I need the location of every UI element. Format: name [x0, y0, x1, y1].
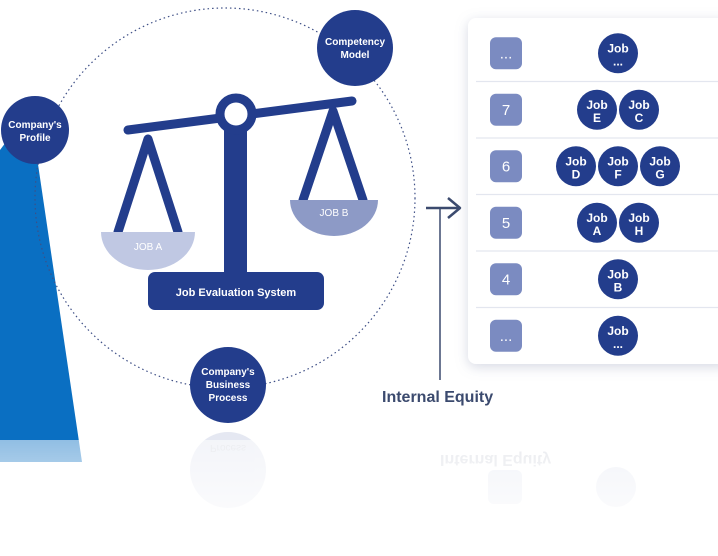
grade-number: ... [500, 328, 513, 345]
job-letter: B [614, 280, 623, 294]
job-word: Job [628, 98, 649, 112]
node-company-profile: Company's Profile [1, 96, 69, 164]
grade-number: 5 [502, 215, 510, 232]
right-pan-label: JOB B [320, 208, 349, 219]
accent-shape [0, 110, 82, 462]
job-word: Job [607, 154, 628, 168]
scale-base [148, 272, 324, 310]
job-badge: Job... [598, 33, 638, 74]
job-word: Job [607, 267, 628, 281]
job-letter: E [593, 111, 601, 125]
grade-box [490, 206, 522, 239]
left-pan [101, 232, 195, 270]
arrow-right-icon [426, 197, 462, 219]
grade-ladder-card [468, 18, 718, 364]
left-pan-label: JOB A [134, 242, 163, 253]
job-badge: Job... [598, 315, 638, 356]
node-process-line3: Process [209, 393, 248, 404]
grade-number: ... [500, 45, 513, 62]
job-letter: D [572, 167, 581, 181]
job-letter: G [655, 167, 664, 181]
node-competency-line1: Competency [325, 37, 385, 48]
grade-row: ...Job... [490, 33, 638, 74]
node-process-line1: Company's [201, 367, 255, 378]
grade-number: 4 [502, 271, 510, 288]
grade-number: 7 [502, 102, 510, 119]
scale-base-label: Job Evaluation System [176, 287, 297, 299]
job-word: Job [607, 41, 628, 55]
job-letter: ... [613, 337, 623, 351]
job-word: Job [628, 211, 649, 225]
grade-box [490, 150, 522, 183]
node-business-process: Company's Business Process [190, 347, 266, 423]
grade-box [490, 37, 522, 70]
grade-box [490, 93, 522, 126]
grade-number: 6 [502, 158, 510, 175]
job-word: Job [586, 98, 607, 112]
grade-row: ...Job... [476, 306, 718, 356]
grade-box [490, 319, 522, 352]
job-word: Job [649, 154, 670, 168]
job-letter: A [593, 224, 602, 238]
node-profile-line1: Company's [8, 120, 62, 131]
job-letter: H [635, 224, 644, 238]
node-profile-line2: Profile [19, 133, 51, 144]
job-word: Job [565, 154, 586, 168]
balance-scale [101, 93, 378, 310]
node-competency-model: Competency Model [317, 10, 393, 86]
job-word: Job [607, 324, 628, 338]
internal-equity-label: Internal Equity [382, 389, 493, 406]
grade-box [490, 263, 522, 296]
job-word: Job [586, 211, 607, 225]
node-competency-line2: Model [341, 50, 370, 61]
node-process-line2: Business [206, 380, 251, 391]
job-letter: C [635, 111, 644, 125]
right-pan [290, 200, 378, 236]
job-letter: ... [613, 54, 623, 68]
job-letter: F [614, 167, 621, 181]
